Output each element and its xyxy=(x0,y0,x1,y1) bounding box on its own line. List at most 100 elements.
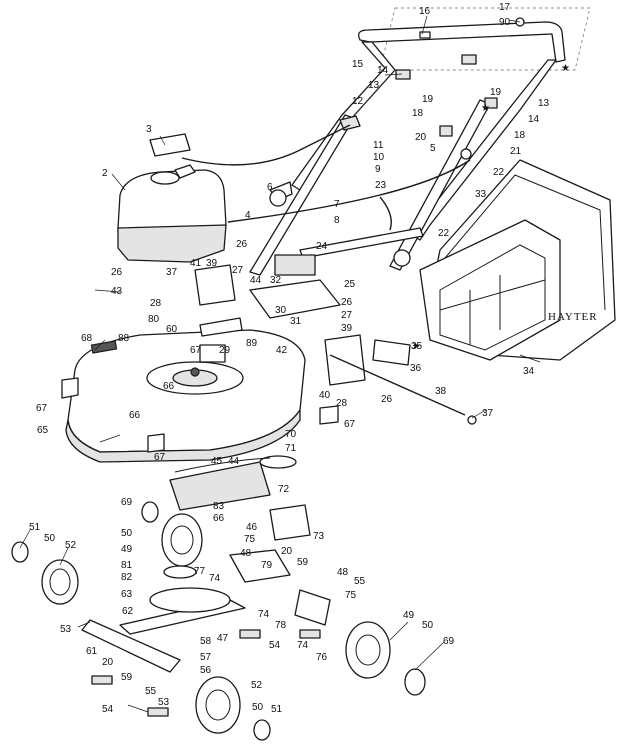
callout-90: 90 xyxy=(499,17,511,28)
callout-67c: 67 xyxy=(344,419,356,430)
rear-flap-bracket xyxy=(372,339,411,366)
height-bracket-right xyxy=(324,334,366,386)
callout-7: 7 xyxy=(334,199,340,210)
callout-9: 9 xyxy=(375,164,381,175)
callout-61: 61 xyxy=(86,646,98,657)
clip-54-bottom xyxy=(147,707,169,717)
cable-loop xyxy=(379,196,392,231)
brand-logo: HAYTER xyxy=(548,311,598,323)
wheel-front-left xyxy=(41,559,79,605)
callout-32: 32 xyxy=(270,275,282,286)
drive-assembly xyxy=(81,455,331,673)
callout-17: 17 xyxy=(499,2,511,13)
callout-88: 88 xyxy=(118,333,130,344)
height-adjust-assembly xyxy=(194,254,477,425)
callout-79: 79 xyxy=(261,560,273,571)
handle-clamp xyxy=(439,125,453,137)
rear-axle-rod xyxy=(329,354,466,416)
callout-48b: 48 xyxy=(337,567,349,578)
callout-14: 14 xyxy=(377,65,389,76)
grass-box: HAYTER xyxy=(419,159,616,361)
callout-6: 6 xyxy=(267,182,273,193)
handle-knob xyxy=(460,148,472,160)
callout-59b: 59 xyxy=(121,672,133,683)
callout-51: 51 xyxy=(29,522,41,533)
callout-41: 41 xyxy=(190,258,202,269)
wheel-rear-left xyxy=(161,513,203,567)
callout-8: 8 xyxy=(334,215,340,226)
callout-57: 57 xyxy=(200,652,212,663)
callout-66c: 66 xyxy=(213,513,225,524)
callout-4: 4 xyxy=(245,210,251,221)
callout-13: 13 xyxy=(368,80,380,91)
callout-82: 82 xyxy=(121,572,133,583)
callout-31: 31 xyxy=(290,316,302,327)
drive-guard xyxy=(169,461,271,511)
callout-18: 18 xyxy=(412,108,424,119)
callout-38: 38 xyxy=(435,386,447,397)
callout-22b: 22 xyxy=(438,228,450,239)
blade-disc xyxy=(149,587,231,613)
callout-27: 27 xyxy=(232,265,244,276)
fuel-cap xyxy=(150,171,180,185)
callout-40: 40 xyxy=(319,390,331,401)
callout-80: 80 xyxy=(148,314,160,325)
callout-75b: 75 xyxy=(345,590,357,601)
handle-bolt xyxy=(419,31,431,39)
axle-bracket xyxy=(294,589,331,626)
cable-clip xyxy=(339,115,361,131)
throttle-cable xyxy=(181,124,351,166)
callout-11: 11 xyxy=(373,140,384,151)
hub-cap-front-right xyxy=(253,719,271,741)
callout-89: 89 xyxy=(246,338,258,349)
wheel-clip-right xyxy=(319,405,339,425)
callout-26b: 26 xyxy=(111,267,123,278)
callout-76: 76 xyxy=(316,652,328,663)
mower-deck xyxy=(65,329,306,463)
callout-16: 16 xyxy=(419,6,431,17)
brush-strip xyxy=(90,340,118,354)
callout-2: 2 xyxy=(102,168,108,179)
callout-58: 58 xyxy=(200,636,212,647)
callout-13b: 13 xyxy=(538,98,550,109)
callout-81: 81 xyxy=(121,560,133,571)
callout-39b: 39 xyxy=(341,323,353,334)
callout-46: 46 xyxy=(246,522,258,533)
callout-33: 33 xyxy=(475,189,487,200)
deck-skirt xyxy=(65,409,301,463)
callout-5: 5 xyxy=(430,143,436,154)
handle-clamp xyxy=(484,97,498,109)
callout-74c: 74 xyxy=(297,640,309,651)
callout-50c: 50 xyxy=(422,620,434,631)
star-marker: ★ xyxy=(561,63,570,74)
wheels xyxy=(11,501,426,741)
callout-73: 73 xyxy=(313,531,325,542)
callout-74: 74 xyxy=(209,573,221,584)
callout-45: 45 xyxy=(211,456,223,467)
hub-cap-rear-left xyxy=(141,501,159,523)
callout-60: 60 xyxy=(166,324,178,335)
callout-20b: 20 xyxy=(281,546,293,557)
callout-10: 10 xyxy=(373,152,385,163)
callout-22: 22 xyxy=(493,167,505,178)
callout-19b: 19 xyxy=(490,87,502,98)
wheel-clip-front xyxy=(147,433,165,453)
callout-23: 23 xyxy=(375,180,387,191)
star-knob xyxy=(269,189,287,207)
callout-labels: 16 17 90 15 14 13 19 18 19 13 14 12 18 3… xyxy=(29,2,550,715)
clip-54-left xyxy=(91,675,113,685)
callout-39: 39 xyxy=(206,258,218,269)
callout-67: 67 xyxy=(190,345,202,356)
star-marker: ★ xyxy=(481,103,490,114)
callout-21: 21 xyxy=(510,146,522,157)
clip-74-right xyxy=(299,629,321,639)
height-bracket-left xyxy=(194,264,236,306)
callout-63: 63 xyxy=(121,589,133,600)
leader-lines xyxy=(19,15,541,713)
callout-66: 66 xyxy=(163,381,175,392)
callout-29: 29 xyxy=(219,345,231,356)
callout-44: 44 xyxy=(250,275,262,286)
callout-72: 72 xyxy=(278,484,290,495)
callout-20c: 20 xyxy=(102,657,114,668)
callout-15: 15 xyxy=(352,59,364,70)
